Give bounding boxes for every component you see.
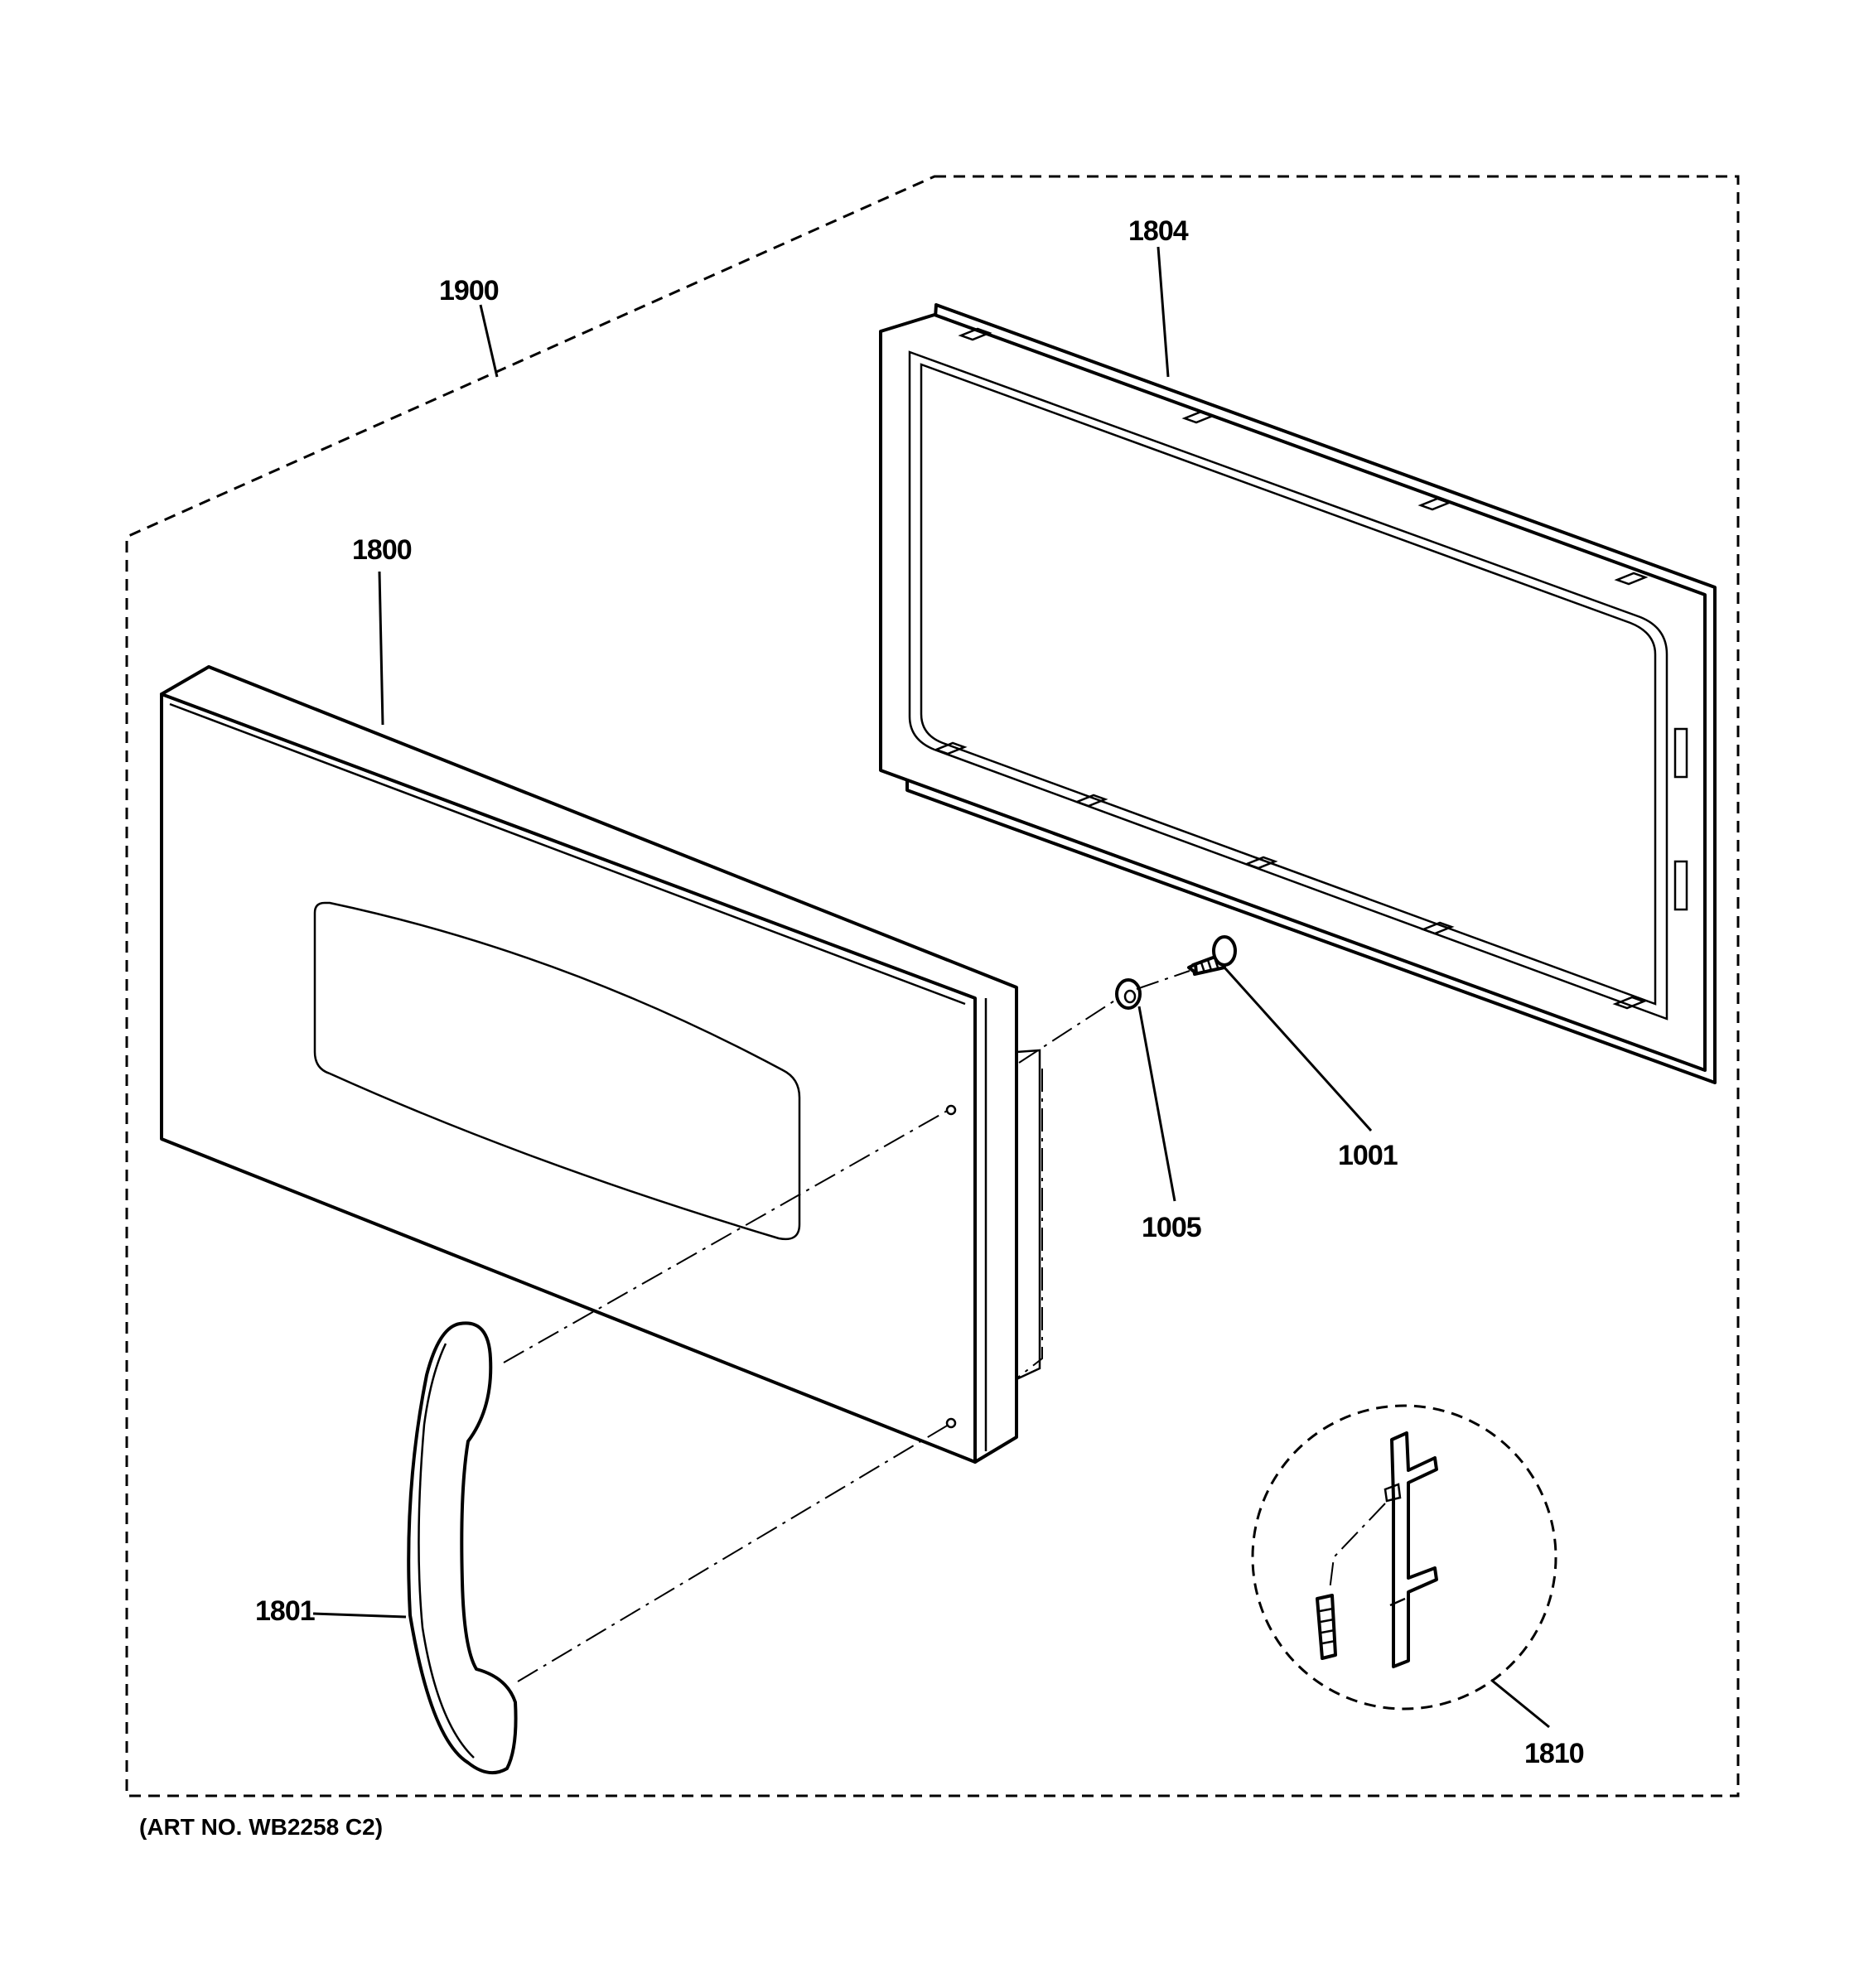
leader-1810 — [1490, 1678, 1550, 1729]
label-1001: 1001 — [1338, 1140, 1398, 1171]
label-1801: 1801 — [255, 1595, 315, 1627]
door-frame-part — [879, 303, 1717, 1084]
leader-1001 — [1223, 966, 1373, 1132]
washer-part — [1115, 978, 1142, 1010]
leader-1005 — [1137, 1006, 1176, 1202]
door-handle-part — [407, 1321, 518, 1775]
label-1804: 1804 — [1128, 215, 1189, 247]
label-1810: 1810 — [1524, 1738, 1584, 1769]
art-number-caption: (ART NO. WB2258 C2) — [139, 1814, 383, 1840]
assembly-boundary — [125, 175, 1740, 1797]
latch-kit-part — [1251, 1404, 1557, 1711]
door-panel-part — [160, 665, 1041, 1464]
fastener-alignment-line — [1018, 970, 1190, 1064]
label-1005: 1005 — [1142, 1212, 1201, 1243]
leader-1900 — [479, 304, 499, 378]
leader-1800 — [378, 571, 384, 726]
handle-top-alignment-line — [503, 1109, 949, 1363]
screw-part — [1187, 935, 1237, 976]
panel-edge-projection — [1015, 1069, 1043, 1380]
leader-1804 — [1157, 246, 1170, 378]
leader-1801 — [312, 1612, 407, 1619]
label-1900: 1900 — [439, 275, 499, 306]
handle-bottom-alignment-line — [517, 1424, 949, 1682]
label-1800: 1800 — [352, 534, 412, 566]
